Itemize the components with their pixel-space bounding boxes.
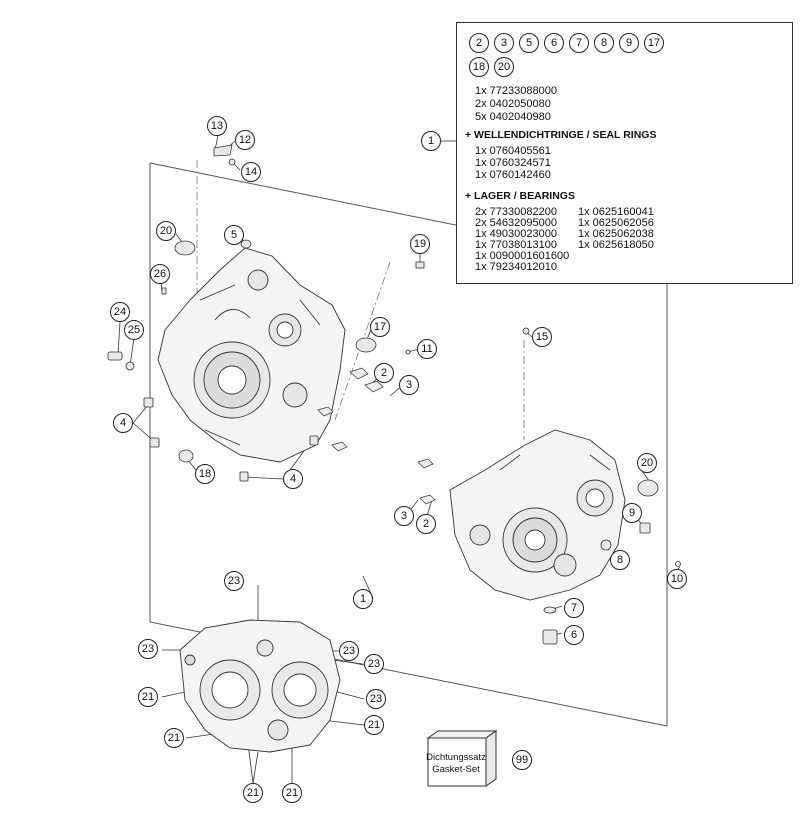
legend-circle-row-1: 2 3 5 6 7 8 9 17 — [469, 33, 664, 53]
callout-9[interactable]: 9 — [622, 503, 642, 523]
bearing-part: 2x 54632095000 — [475, 217, 557, 229]
bearing-part: 1x 0090001601600 — [475, 250, 570, 262]
callout-21-left[interactable]: 21 — [138, 687, 158, 707]
callout-23-right-2[interactable]: 23 — [364, 654, 384, 674]
gasket-set-box: Dichtungssatz Gasket-Set — [426, 730, 498, 788]
callout-8[interactable]: 8 — [610, 550, 630, 570]
callout-11[interactable]: 11 — [417, 339, 437, 359]
right-crankcase-half — [449, 429, 626, 601]
callout-2-upper[interactable]: 2 — [374, 363, 394, 383]
callout-12[interactable]: 12 — [235, 130, 255, 150]
gasket-box-icon — [426, 730, 498, 787]
callout-20-right[interactable]: 20 — [637, 453, 657, 473]
callout-1-legend[interactable]: 1 — [421, 131, 441, 151]
bearings-heading: + LAGER / BEARINGS — [465, 190, 575, 202]
callout-13[interactable]: 13 — [207, 116, 227, 136]
callout-14[interactable]: 14 — [241, 162, 261, 182]
callout-15[interactable]: 15 — [532, 327, 552, 347]
part-number: 5x 0402040980 — [475, 111, 551, 123]
callout-24[interactable]: 24 — [110, 302, 130, 322]
callout-3-upper[interactable]: 3 — [399, 375, 419, 395]
callout-3-lower[interactable]: 3 — [394, 506, 414, 526]
seal-ring-part: 1x 0760405561 — [475, 145, 551, 157]
bearing-part: 2x 77330082200 — [475, 206, 557, 218]
part-number: 2x 0402050080 — [475, 98, 551, 110]
callout-6[interactable]: 6 — [564, 625, 584, 645]
bearing-part: 1x 77038013100 — [475, 239, 557, 251]
bearing-part: 1x 49030023000 — [475, 228, 557, 240]
callout-10[interactable]: 10 — [667, 569, 687, 589]
callout-7[interactable]: 7 — [564, 598, 584, 618]
legend-ref-circle: 6 — [544, 33, 564, 53]
legend-ref-circle: 7 — [569, 33, 589, 53]
seal-rings-heading: + WELLENDICHTRINGE / SEAL RINGS — [465, 129, 657, 141]
legend-ref-circle: 5 — [519, 33, 539, 53]
callout-4-bottom[interactable]: 4 — [283, 469, 303, 489]
legend-ref-circle: 8 — [594, 33, 614, 53]
bearing-part: 1x 0625160041 — [578, 206, 654, 218]
callout-21-right[interactable]: 21 — [364, 715, 384, 735]
part-number: 1x 77233088000 — [475, 85, 557, 97]
legend-ref-circle: 3 — [494, 33, 514, 53]
callout-23-top[interactable]: 23 — [224, 571, 244, 591]
callout-5[interactable]: 5 — [224, 225, 244, 245]
parts-legend: 2 3 5 6 7 8 9 17 18 20 1x 77233088000 2x… — [456, 22, 793, 284]
bearing-part: 1x 0625618050 — [578, 239, 654, 251]
callout-21-bottom-2[interactable]: 21 — [282, 783, 302, 803]
callout-19[interactable]: 19 — [410, 234, 430, 254]
bearing-part: 1x 0625062056 — [578, 217, 654, 229]
legend-ref-circle: 9 — [619, 33, 639, 53]
callout-21-lower-left[interactable]: 21 — [164, 728, 184, 748]
bearing-part: 1x 0625062038 — [578, 228, 654, 240]
callout-2-lower[interactable]: 2 — [416, 514, 436, 534]
callout-17[interactable]: 17 — [370, 317, 390, 337]
callout-4-left[interactable]: 4 — [113, 413, 133, 433]
callout-1-assembly[interactable]: 1 — [353, 589, 373, 609]
callout-23-left[interactable]: 23 — [138, 639, 158, 659]
small-parts — [107, 144, 681, 645]
callout-23-right-1[interactable]: 23 — [339, 641, 359, 661]
legend-ref-circle: 17 — [644, 33, 664, 53]
gear-shift-plates — [317, 367, 436, 505]
bottom-crankcase — [179, 619, 341, 753]
callout-20-left[interactable]: 20 — [156, 221, 176, 241]
callout-99[interactable]: 99 — [512, 750, 532, 770]
gasket-label-de: Dichtungssatz — [426, 752, 486, 763]
callout-23-right-3[interactable]: 23 — [366, 689, 386, 709]
callout-26[interactable]: 26 — [150, 264, 170, 284]
legend-ref-circle: 18 — [469, 57, 489, 77]
left-crankcase-half — [157, 247, 346, 463]
legend-ref-circle: 2 — [469, 33, 489, 53]
gasket-label-en: Gasket-Set — [432, 764, 480, 775]
legend-circle-row-2: 18 20 — [469, 57, 514, 77]
bearing-part: 1x 79234012010 — [475, 261, 557, 273]
callout-25[interactable]: 25 — [124, 320, 144, 340]
seal-ring-part: 1x 0760142460 — [475, 169, 551, 181]
legend-ref-circle: 20 — [494, 57, 514, 77]
callout-21-bottom-1[interactable]: 21 — [243, 783, 263, 803]
callout-18[interactable]: 18 — [195, 464, 215, 484]
seal-ring-part: 1x 0760324571 — [475, 157, 551, 169]
